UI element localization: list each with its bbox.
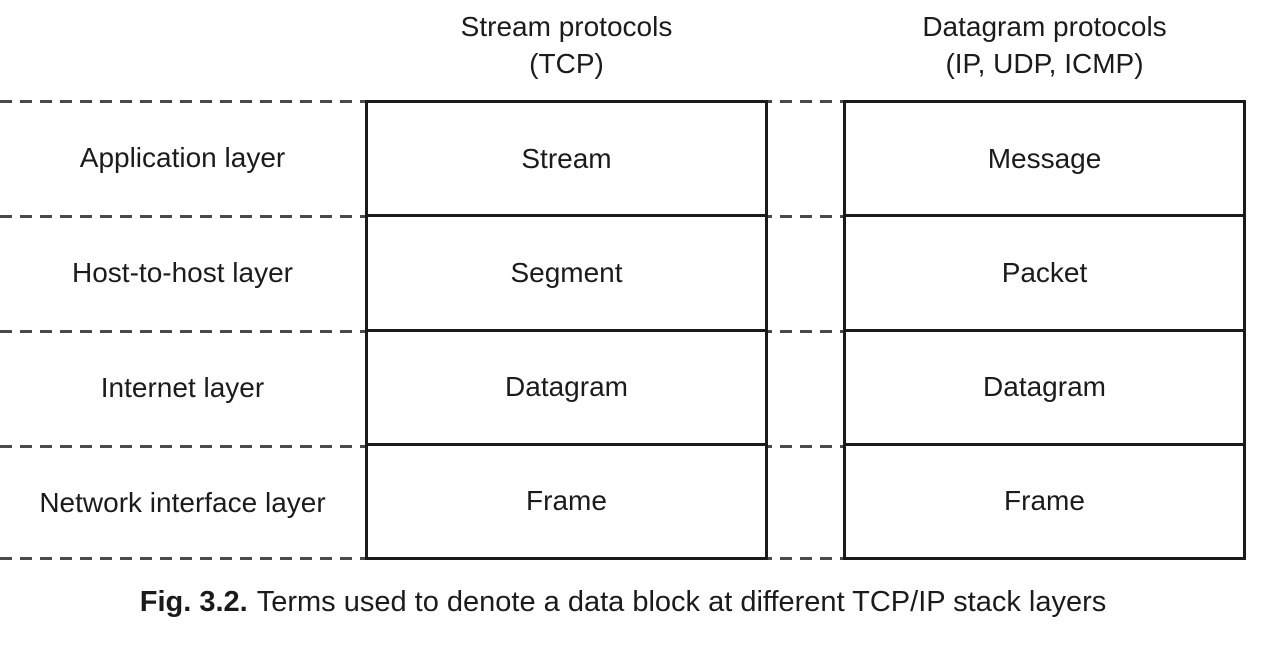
stream-cell-internet: Datagram <box>368 332 765 446</box>
layer-label-host-to-host: Host-to-host layer <box>72 256 293 288</box>
layer-label-application: Application layer <box>79 141 286 173</box>
stream-column-box: Stream Segment Datagram Frame <box>365 100 768 560</box>
datagram-cell-application: Message <box>846 103 1243 218</box>
figure-caption: Fig. 3.2.Terms used to denote a data blo… <box>0 586 1246 619</box>
stream-cell-application: Stream <box>368 103 765 218</box>
datagram-header-subtitle: (IP, UDP, ICMP) <box>945 48 1144 79</box>
datagram-protocols-header: Datagram protocols (IP, UDP, ICMP) <box>843 8 1246 82</box>
layer-label-internet: Internet layer <box>100 371 265 403</box>
figure-caption-text: Terms used to denote a data block at dif… <box>256 586 1107 618</box>
datagram-cell-host-to-host: Packet <box>846 217 1243 332</box>
figure-caption-number: Fig. 3.2. <box>139 586 248 618</box>
stream-cell-network-interface: Frame <box>526 485 607 517</box>
stream-header-title: Stream protocols <box>460 11 673 42</box>
datagram-cell-internet: Datagram <box>846 332 1243 446</box>
datagram-cell-network-interface: Frame <box>1004 485 1085 517</box>
stream-protocols-header: Stream protocols (TCP) <box>365 8 768 82</box>
stream-header-subtitle: (TCP) <box>529 48 604 79</box>
layer-label-network-interface: Network interface layer <box>39 486 326 518</box>
datagram-column-box: Message Packet Datagram Frame <box>843 100 1246 560</box>
datagram-header-title: Datagram protocols <box>922 11 1167 42</box>
stream-cell-host-to-host: Segment <box>368 217 765 332</box>
